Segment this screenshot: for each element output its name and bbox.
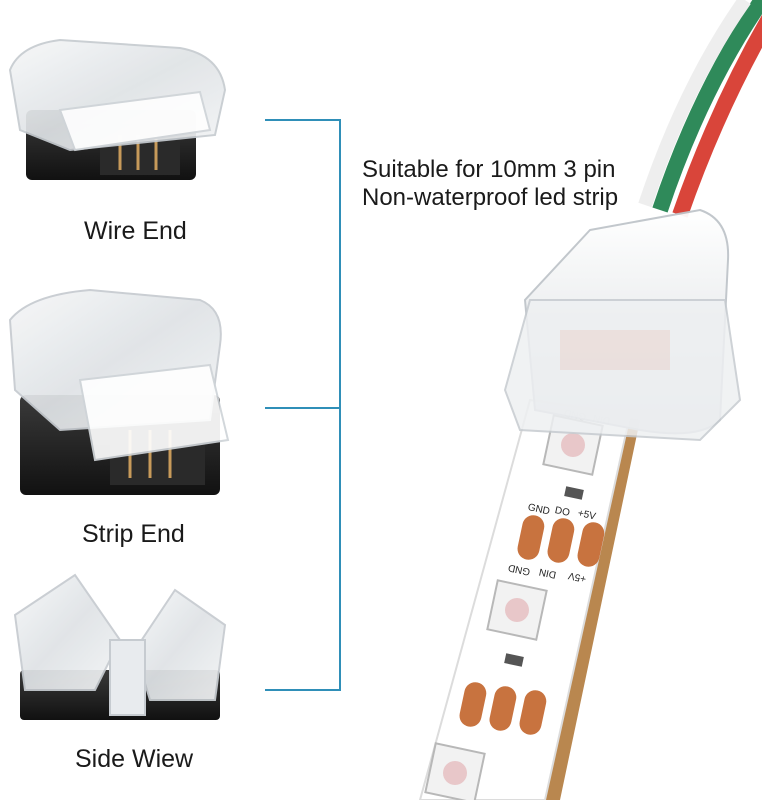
label-wire-end: Wire End xyxy=(84,217,187,245)
marking-do: DO xyxy=(554,505,571,519)
description-line-1: Suitable for 10mm 3 pin xyxy=(362,156,616,183)
label-side-view: Side Wiew xyxy=(75,745,194,773)
description-line-2: Non-waterproof led strip xyxy=(362,184,619,211)
marking-5v: +5V xyxy=(577,508,597,523)
strip-mounted-connector xyxy=(503,208,742,442)
marking-5v-2: +5V xyxy=(567,569,587,584)
label-strip-end: Strip End xyxy=(82,520,185,548)
wire-bundle xyxy=(638,0,762,218)
led-strip xyxy=(418,398,640,800)
strip-end-connector xyxy=(8,288,230,495)
wire-end-connector xyxy=(8,38,227,180)
bracket xyxy=(265,119,341,691)
marking-gnd-2: GND xyxy=(527,502,551,517)
product-description: Suitable for 10mm 3 pin Non-waterproof l… xyxy=(362,156,618,212)
marking-gnd-3: GND xyxy=(507,562,531,577)
marking-din-2: DIN xyxy=(538,566,557,580)
side-view-connector xyxy=(13,573,227,720)
